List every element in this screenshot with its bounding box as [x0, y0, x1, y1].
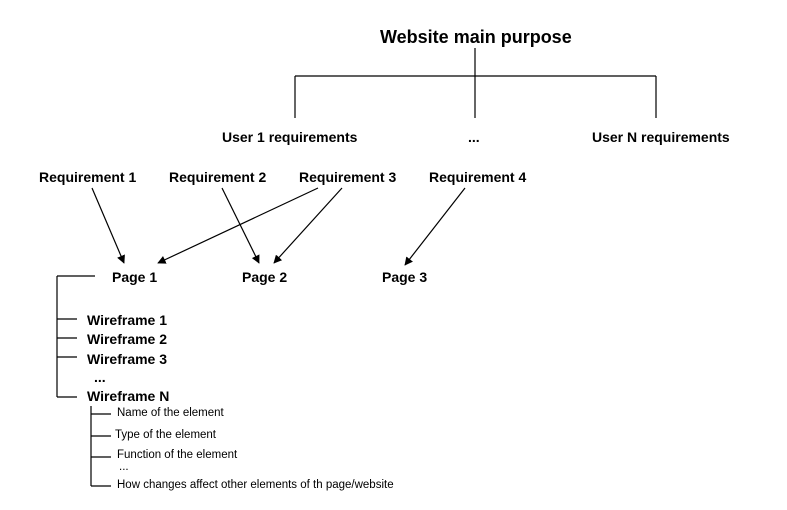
wireframe-3: Wireframe 3 — [87, 351, 168, 367]
user-1-requirements: User 1 requirements — [222, 129, 358, 145]
arrow-req3-page2 — [273, 187, 343, 264]
detail-changes: How changes affect other elements of th … — [117, 479, 394, 491]
arrow-req3-page1 — [157, 187, 319, 264]
detail-function: Function of the element — [117, 449, 238, 461]
wireframe-ellipsis: ... — [94, 369, 106, 385]
detail-ellipsis: ... — [119, 461, 129, 473]
requirement-4: Requirement 4 — [429, 169, 527, 185]
page-3: Page 3 — [382, 269, 428, 285]
main-purpose-title: Website main purpose — [380, 27, 572, 47]
arrow-req1-page1 — [91, 187, 125, 264]
requirement-1: Requirement 1 — [39, 169, 137, 185]
arrow-req2-page2 — [221, 187, 260, 264]
wireframe-1: Wireframe 1 — [87, 312, 168, 328]
page-1: Page 1 — [112, 269, 158, 285]
detail-name: Name of the element — [117, 407, 224, 419]
requirement-2: Requirement 2 — [169, 169, 267, 185]
detail-type: Type of the element — [115, 429, 217, 441]
wireframe-2: Wireframe 2 — [87, 331, 168, 347]
wireframe-n: Wireframe N — [87, 388, 170, 404]
requirement-3: Requirement 3 — [299, 169, 397, 185]
user-n-requirements: User N requirements — [592, 129, 730, 145]
arrow-req4-page3 — [404, 187, 466, 266]
page-2: Page 2 — [242, 269, 288, 285]
users-ellipsis: ... — [468, 129, 480, 145]
